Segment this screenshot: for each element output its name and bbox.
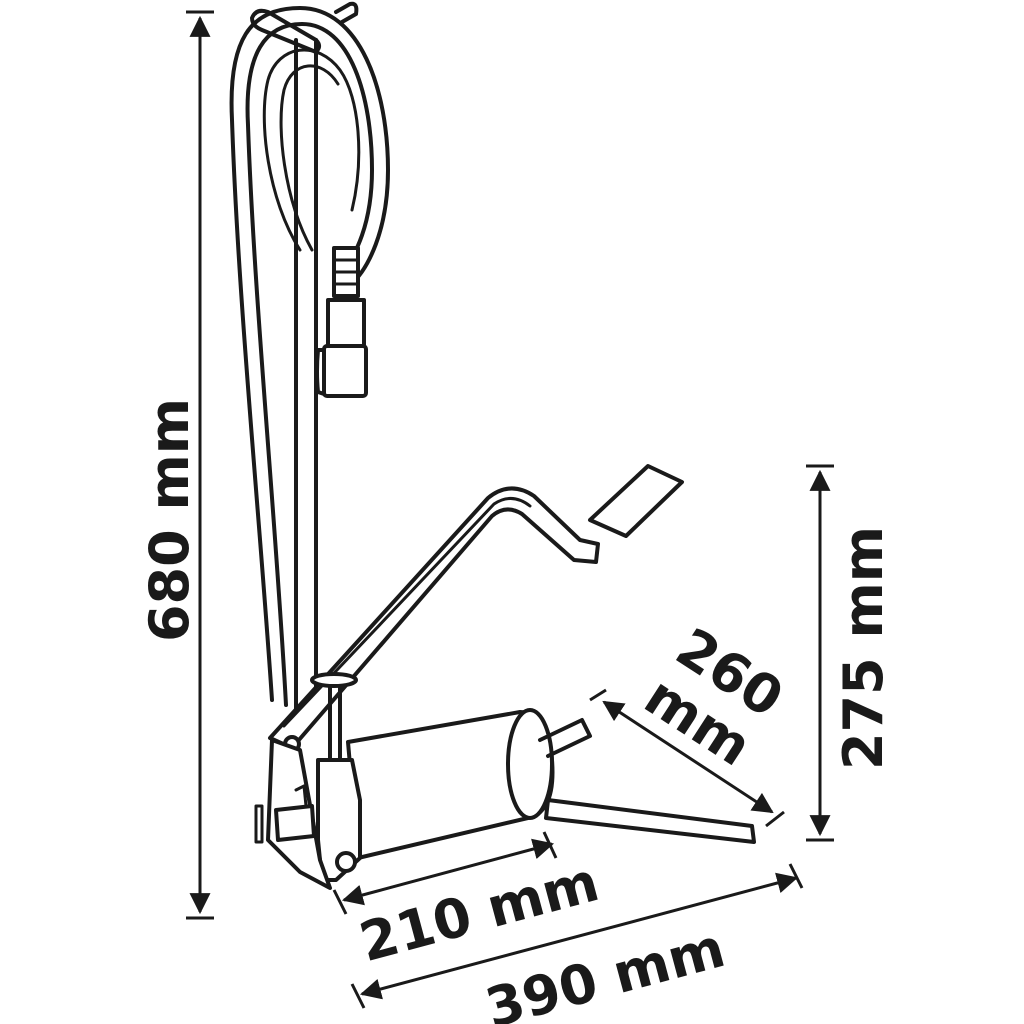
dimension-depth-foot: 260 mm — [589, 616, 794, 828]
dimension-height-total: 680 mm — [138, 10, 214, 920]
pedal-lever — [268, 464, 684, 753]
base-foot — [544, 798, 756, 844]
foot-pump-illustration — [229, 1, 756, 890]
pump-cylinder — [346, 708, 592, 860]
hose-connector — [315, 246, 368, 398]
dimension-height-pedal: 275 mm — [806, 464, 895, 842]
label-height-pedal: 275 mm — [832, 526, 895, 770]
label-height-total: 680 mm — [138, 398, 201, 642]
piston-assembly — [254, 672, 362, 890]
